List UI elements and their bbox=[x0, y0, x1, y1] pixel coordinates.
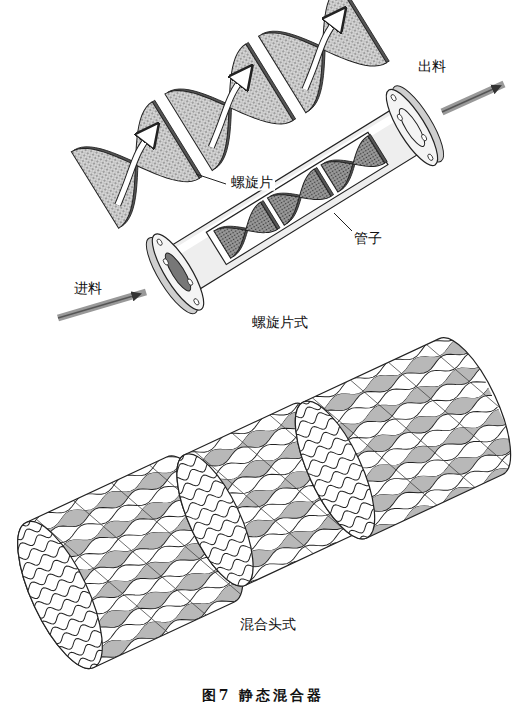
flow-arrow bbox=[188, 73, 271, 148]
flow-label: 进料 bbox=[72, 280, 104, 297]
element-face bbox=[162, 444, 269, 596]
flange-bore bbox=[161, 250, 194, 294]
face-outline bbox=[280, 391, 391, 549]
pipe-assembly bbox=[138, 80, 452, 320]
plate-edge bbox=[169, 459, 217, 486]
part-label: 螺旋片 bbox=[229, 174, 275, 191]
helical-blade bbox=[71, 102, 199, 228]
type-label: 螺旋片式 bbox=[250, 314, 310, 331]
element-face bbox=[1, 511, 119, 680]
helical-blade bbox=[214, 202, 278, 258]
element-face bbox=[280, 391, 391, 549]
leader-line bbox=[334, 213, 352, 231]
flow-label: 出料 bbox=[416, 58, 448, 75]
figure-caption: 图7 静态混合器 bbox=[200, 687, 327, 705]
plate-edge bbox=[316, 470, 366, 498]
plate-edge bbox=[181, 486, 229, 513]
plate-edge bbox=[333, 506, 383, 534]
element-body bbox=[280, 328, 526, 550]
flow-arrow bbox=[188, 73, 271, 148]
bolt-hole bbox=[193, 298, 200, 306]
flange-bore bbox=[395, 106, 428, 150]
plate-edge bbox=[291, 415, 341, 443]
helical-blade bbox=[321, 136, 385, 192]
mixing-element bbox=[275, 307, 526, 558]
bolt-hole bbox=[187, 278, 194, 286]
bolt-hole bbox=[156, 238, 163, 246]
helical-blade bbox=[267, 169, 331, 225]
plate-edge bbox=[190, 505, 238, 532]
type-label: 混合头式 bbox=[238, 616, 298, 633]
plate-edge bbox=[186, 495, 234, 522]
plate-edge bbox=[312, 460, 362, 488]
flow-arrow bbox=[281, 15, 364, 90]
leader-line bbox=[196, 174, 226, 184]
mixing-heads bbox=[0, 307, 526, 687]
flange bbox=[378, 83, 446, 172]
bolt-hole bbox=[390, 94, 397, 102]
plate-edge bbox=[59, 634, 113, 664]
pipe-body bbox=[164, 105, 425, 294]
helical-blade bbox=[259, 0, 387, 113]
plate-face bbox=[388, 334, 513, 498]
flow-arrow bbox=[281, 15, 364, 90]
outlet-arrow-head bbox=[442, 86, 500, 112]
flow-arrow bbox=[94, 130, 177, 205]
plate-edge bbox=[207, 541, 255, 568]
flange bbox=[144, 228, 212, 317]
plate-edge bbox=[177, 477, 225, 504]
inlet-arrow-head bbox=[58, 294, 140, 318]
flow-arrow bbox=[94, 130, 177, 205]
face-outline bbox=[162, 444, 269, 596]
plate-edge bbox=[8, 526, 62, 556]
outlet-arrow bbox=[442, 84, 504, 112]
bolt-hole bbox=[427, 153, 434, 161]
plate-edge bbox=[198, 523, 246, 550]
plate-edge bbox=[20, 553, 74, 583]
plate-edge bbox=[219, 568, 267, 595]
bolt-hole bbox=[396, 113, 403, 121]
bolt-hole bbox=[421, 134, 428, 142]
pipe-window bbox=[206, 132, 388, 264]
part-label: 管子 bbox=[352, 230, 384, 247]
element-outline bbox=[280, 328, 526, 550]
helical-blade bbox=[165, 44, 293, 170]
face-outline bbox=[1, 511, 119, 680]
bolt-hole bbox=[162, 258, 169, 266]
